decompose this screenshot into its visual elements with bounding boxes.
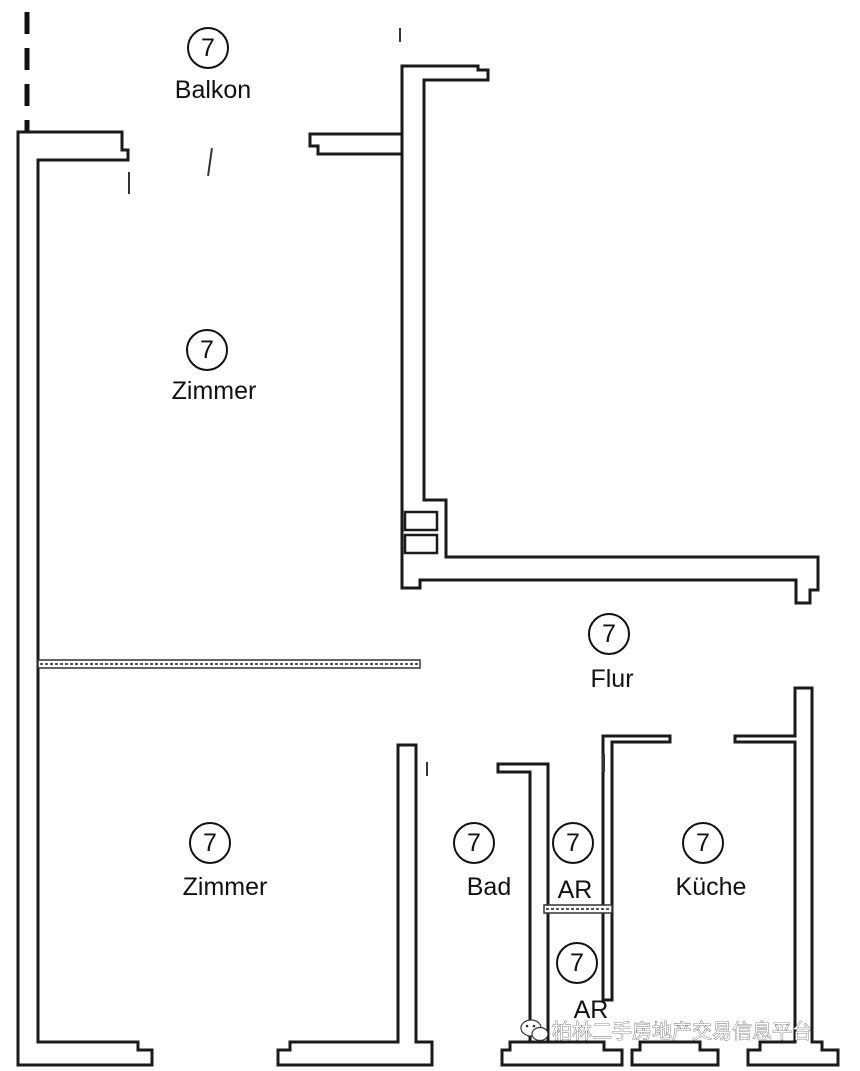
room-number: 7: [696, 829, 710, 857]
scan-specks: [128, 28, 605, 776]
room-name: Bad: [467, 873, 511, 901]
wechat-icon: [520, 1019, 549, 1042]
room-name: Zimmer: [172, 377, 257, 405]
upper-right-wall: [400, 64, 820, 605]
room-name: Balkon: [175, 76, 251, 104]
room-name: Zimmer: [183, 873, 268, 901]
room-label-bad: 7 Bad: [453, 822, 511, 901]
watermark: 柏林二手房地产交易信息平台: [520, 1019, 812, 1043]
room-label-zimmer-lower: 7 Zimmer: [183, 822, 268, 901]
room-number: 7: [566, 829, 580, 857]
room-label-flur: 7 Flur: [588, 613, 634, 693]
room-label-kueche: 7 Küche: [676, 822, 747, 901]
room-number: 7: [602, 620, 616, 648]
wall-kueche-right: [733, 686, 840, 1067]
room-name: AR: [558, 876, 593, 904]
room-number: 7: [467, 829, 481, 857]
room-number: 7: [201, 34, 215, 62]
room-label-balkon: 7 Balkon: [175, 27, 251, 104]
balcony-right-stub: [308, 132, 404, 156]
bottom-wall-fragment: [630, 1040, 720, 1067]
room-name: Flur: [590, 665, 633, 693]
room-name: Küche: [676, 873, 747, 901]
watermark-text: 柏林二手房地产交易信息平台: [552, 1019, 812, 1043]
room-number: 7: [203, 829, 217, 857]
partition-zimmer: [37, 659, 421, 669]
room-number: 7: [570, 949, 584, 977]
wall-zimmer-bad: [276, 743, 434, 1067]
room-number: 7: [200, 336, 214, 364]
room-label-zimmer-upper: 7 Zimmer: [172, 329, 257, 405]
wall-bad-ar: [496, 734, 672, 1067]
room-label-ar-upper: 7 AR: [552, 822, 594, 904]
room-label-ar-lower: 7 AR: [556, 942, 609, 1024]
room-name: AR: [574, 996, 609, 1024]
left-exterior-wall: [16, 130, 154, 1067]
